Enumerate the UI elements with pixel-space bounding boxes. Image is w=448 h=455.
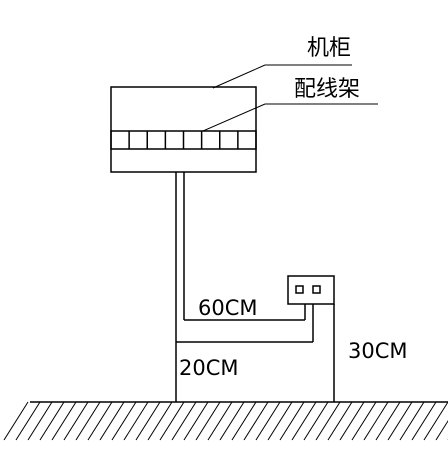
floor-hatch-line bbox=[315, 401, 341, 441]
dimension-30cm-label: 30CM bbox=[348, 339, 408, 363]
floor-hatch-line bbox=[279, 401, 305, 441]
floor-hatch-line bbox=[87, 401, 113, 441]
cabinet-box bbox=[110, 86, 257, 173]
outlet-port-right bbox=[312, 285, 321, 294]
floor-hatch-line bbox=[351, 401, 377, 441]
floor-hatch-line bbox=[423, 401, 448, 441]
floor-hatch-line bbox=[207, 401, 233, 441]
outlet-port-left bbox=[295, 285, 304, 294]
floor-hatch-line bbox=[411, 401, 437, 441]
floor-hatch-line bbox=[99, 401, 125, 441]
floor-hatch-line bbox=[27, 401, 53, 441]
floor-hatch-line bbox=[219, 401, 245, 441]
floor-hatch-line bbox=[171, 401, 197, 441]
floor-hatch-line bbox=[291, 401, 317, 441]
floor-hatch-line bbox=[363, 401, 389, 441]
floor-hatch-line bbox=[399, 401, 425, 441]
patch-panel-ports bbox=[128, 131, 239, 149]
floor-hatch-line bbox=[339, 401, 365, 441]
floor-hatch-line bbox=[3, 401, 29, 441]
floor-hatch-line bbox=[39, 401, 65, 441]
floor-hatch-line bbox=[243, 401, 269, 441]
patch-panel-label: 配线架 bbox=[294, 77, 360, 102]
patch-panel-leader-line bbox=[202, 103, 266, 132]
floor-hatch-line bbox=[435, 420, 448, 441]
floor-hatch-line bbox=[63, 401, 89, 441]
floor-hatch-line bbox=[327, 401, 353, 441]
floor-hatch-line bbox=[255, 401, 281, 441]
dimension-20cm-label: 20CM bbox=[179, 356, 239, 380]
wall-outlet-box bbox=[287, 275, 335, 305]
floor-hatch-line bbox=[195, 401, 221, 441]
floor-hatch-line bbox=[123, 401, 149, 441]
cabinet-leader-line bbox=[212, 64, 266, 89]
floor-hatch-line bbox=[375, 401, 401, 441]
floor-hatch-line bbox=[75, 401, 101, 441]
floor-hatching bbox=[3, 401, 448, 441]
floor-hatch-line bbox=[387, 401, 413, 441]
floor-hatch-line bbox=[231, 401, 257, 441]
dimension-60cm-label: 60CM bbox=[198, 296, 258, 320]
floor-hatch-line bbox=[183, 401, 209, 441]
floor-hatch-line bbox=[51, 401, 77, 441]
floor-hatch-line bbox=[159, 401, 185, 441]
floor-hatch-line bbox=[147, 401, 173, 441]
floor-hatch-line bbox=[303, 401, 329, 441]
cabinet-label: 机柜 bbox=[307, 36, 351, 61]
floor-hatch-line bbox=[15, 401, 41, 441]
floor-hatch-line bbox=[267, 401, 293, 441]
floor-hatch-line bbox=[135, 401, 161, 441]
floor-hatch-line bbox=[111, 401, 137, 441]
